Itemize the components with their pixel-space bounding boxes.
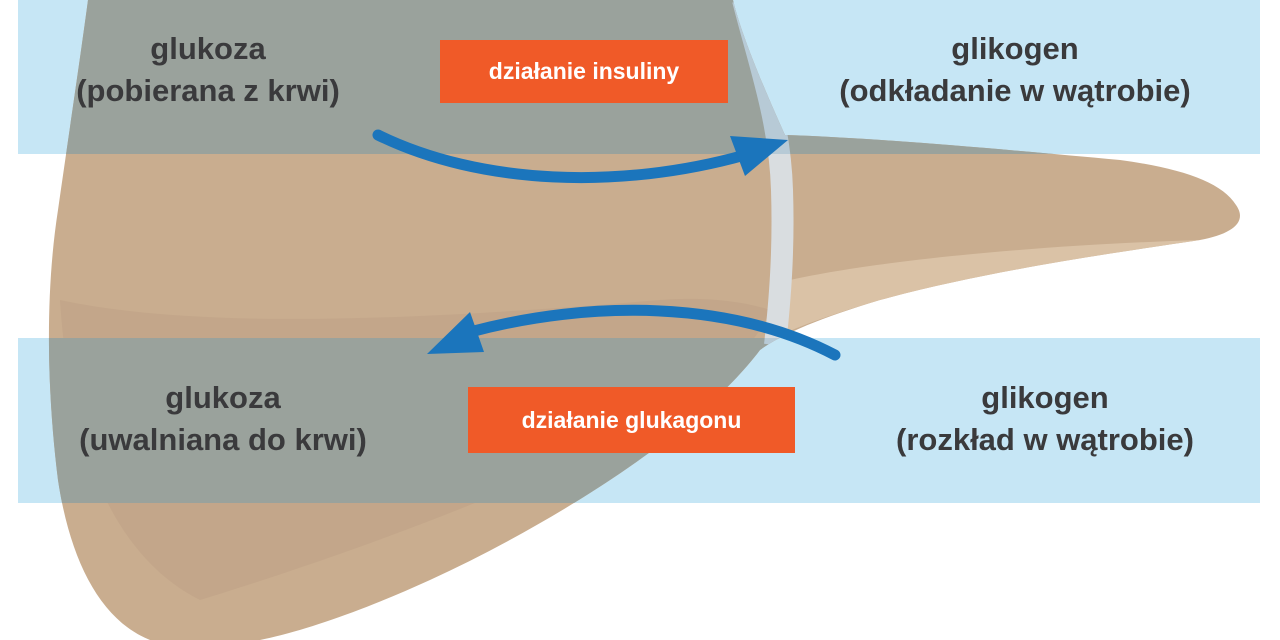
left-arrow-icon <box>464 304 841 361</box>
glucose-uptake-subtitle: (pobierana z krwi) <box>76 73 340 108</box>
liver-lower-lobe <box>775 240 1200 338</box>
glucagon-action-tag: działanie glukagonu <box>468 387 795 453</box>
right-arrow-icon <box>372 129 751 183</box>
glucose-uptake-label: glukoza (pobierana z krwi) <box>18 28 398 112</box>
glycogen-breakdown-label: glikogen (rozkład w wątrobie) <box>840 377 1250 461</box>
insulin-action-tag: działanie insuliny <box>440 40 728 103</box>
glycogen-breakdown-subtitle: (rozkład w wątrobie) <box>896 422 1194 457</box>
glycogen-breakdown-title: glikogen <box>981 380 1109 415</box>
glycogen-storage-label: glikogen (odkładanie w wątrobie) <box>780 28 1250 112</box>
glycogen-storage-subtitle: (odkładanie w wątrobie) <box>839 73 1191 108</box>
glycogen-storage-title: glikogen <box>951 31 1079 66</box>
right-arrow-head <box>730 136 788 176</box>
glucose-uptake-title: glukoza <box>150 31 266 66</box>
left-arrow-head <box>427 312 484 354</box>
glucose-release-subtitle: (uwalniana do krwi) <box>79 422 367 457</box>
glucose-release-title: glukoza <box>165 380 281 415</box>
glucose-release-label: glukoza (uwalniana do krwi) <box>18 377 428 461</box>
